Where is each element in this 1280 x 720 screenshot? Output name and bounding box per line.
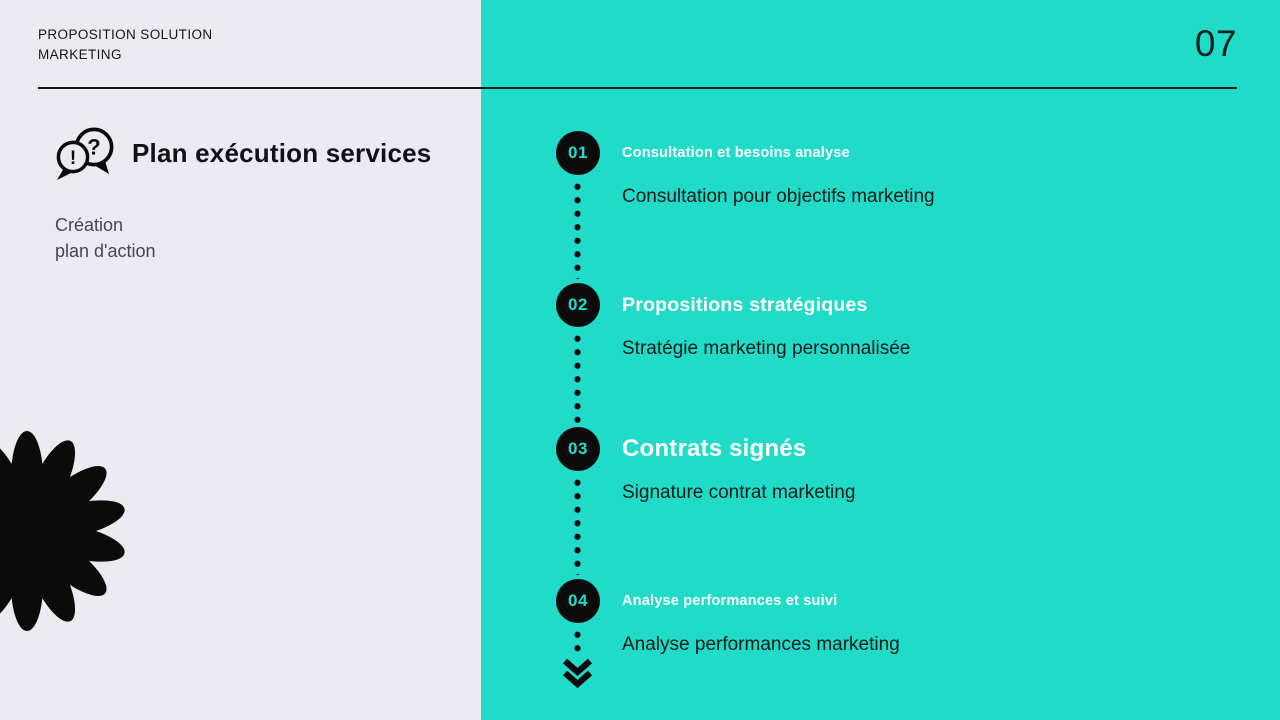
page-number: 07	[1194, 23, 1237, 64]
step-3-title: Contrats signés	[622, 435, 807, 462]
timeline-connector-4	[574, 628, 581, 658]
timeline-step-2: 02 Propositions stratégiques Stratégie m…	[556, 283, 1196, 393]
step-3-description: Signature contrat marketing	[622, 482, 856, 503]
question-exclamation-speech-bubbles-icon: ? !	[56, 127, 114, 180]
header-divider	[38, 87, 1237, 89]
step-2-marker: 02	[556, 283, 600, 327]
step-3-marker: 03	[556, 427, 600, 471]
left-panel	[0, 0, 481, 720]
double-chevron-down-icon	[562, 658, 593, 689]
svg-text:!: !	[70, 148, 76, 169]
step-2-description: Stratégie marketing personnalisée	[622, 338, 911, 359]
timeline-step-4: 04 Analyse performances et suivi Analyse…	[556, 579, 1196, 689]
step-1-number: 01	[568, 143, 588, 162]
step-1-title: Consultation et besoins analyse	[622, 145, 850, 161]
step-2-number: 02	[568, 295, 588, 314]
timeline-connector-2	[574, 332, 581, 423]
timeline-step-3: 03 Contrats signés Signature contrat mar…	[556, 427, 1196, 537]
page-subtitle: Création plan d'action	[55, 215, 156, 261]
timeline-step-1: 01 Consultation et besoins analyse Consu…	[556, 131, 1196, 241]
timeline-connector-1	[574, 180, 581, 279]
step-4-number: 04	[568, 591, 588, 610]
step-3-number: 03	[568, 439, 588, 458]
timeline-connector-3	[574, 476, 581, 575]
step-4-title: Analyse performances et suivi	[622, 593, 838, 609]
step-2-title: Propositions stratégiques	[622, 293, 868, 316]
svg-text:?: ?	[87, 135, 100, 160]
step-1-description: Consultation pour objectifs marketing	[622, 186, 935, 207]
step-1-marker: 01	[556, 131, 600, 175]
page-title: Plan exécution services	[132, 137, 432, 168]
flower-shape	[0, 431, 125, 631]
right-panel	[481, 0, 1280, 720]
step-4-description: Analyse performances marketing	[622, 634, 900, 655]
title-row: ? ! Plan exécution services	[52, 122, 431, 184]
slide-kicker: PROPOSITION SOLUTION MARKETING	[38, 27, 213, 62]
step-4-marker: 04	[556, 579, 600, 623]
